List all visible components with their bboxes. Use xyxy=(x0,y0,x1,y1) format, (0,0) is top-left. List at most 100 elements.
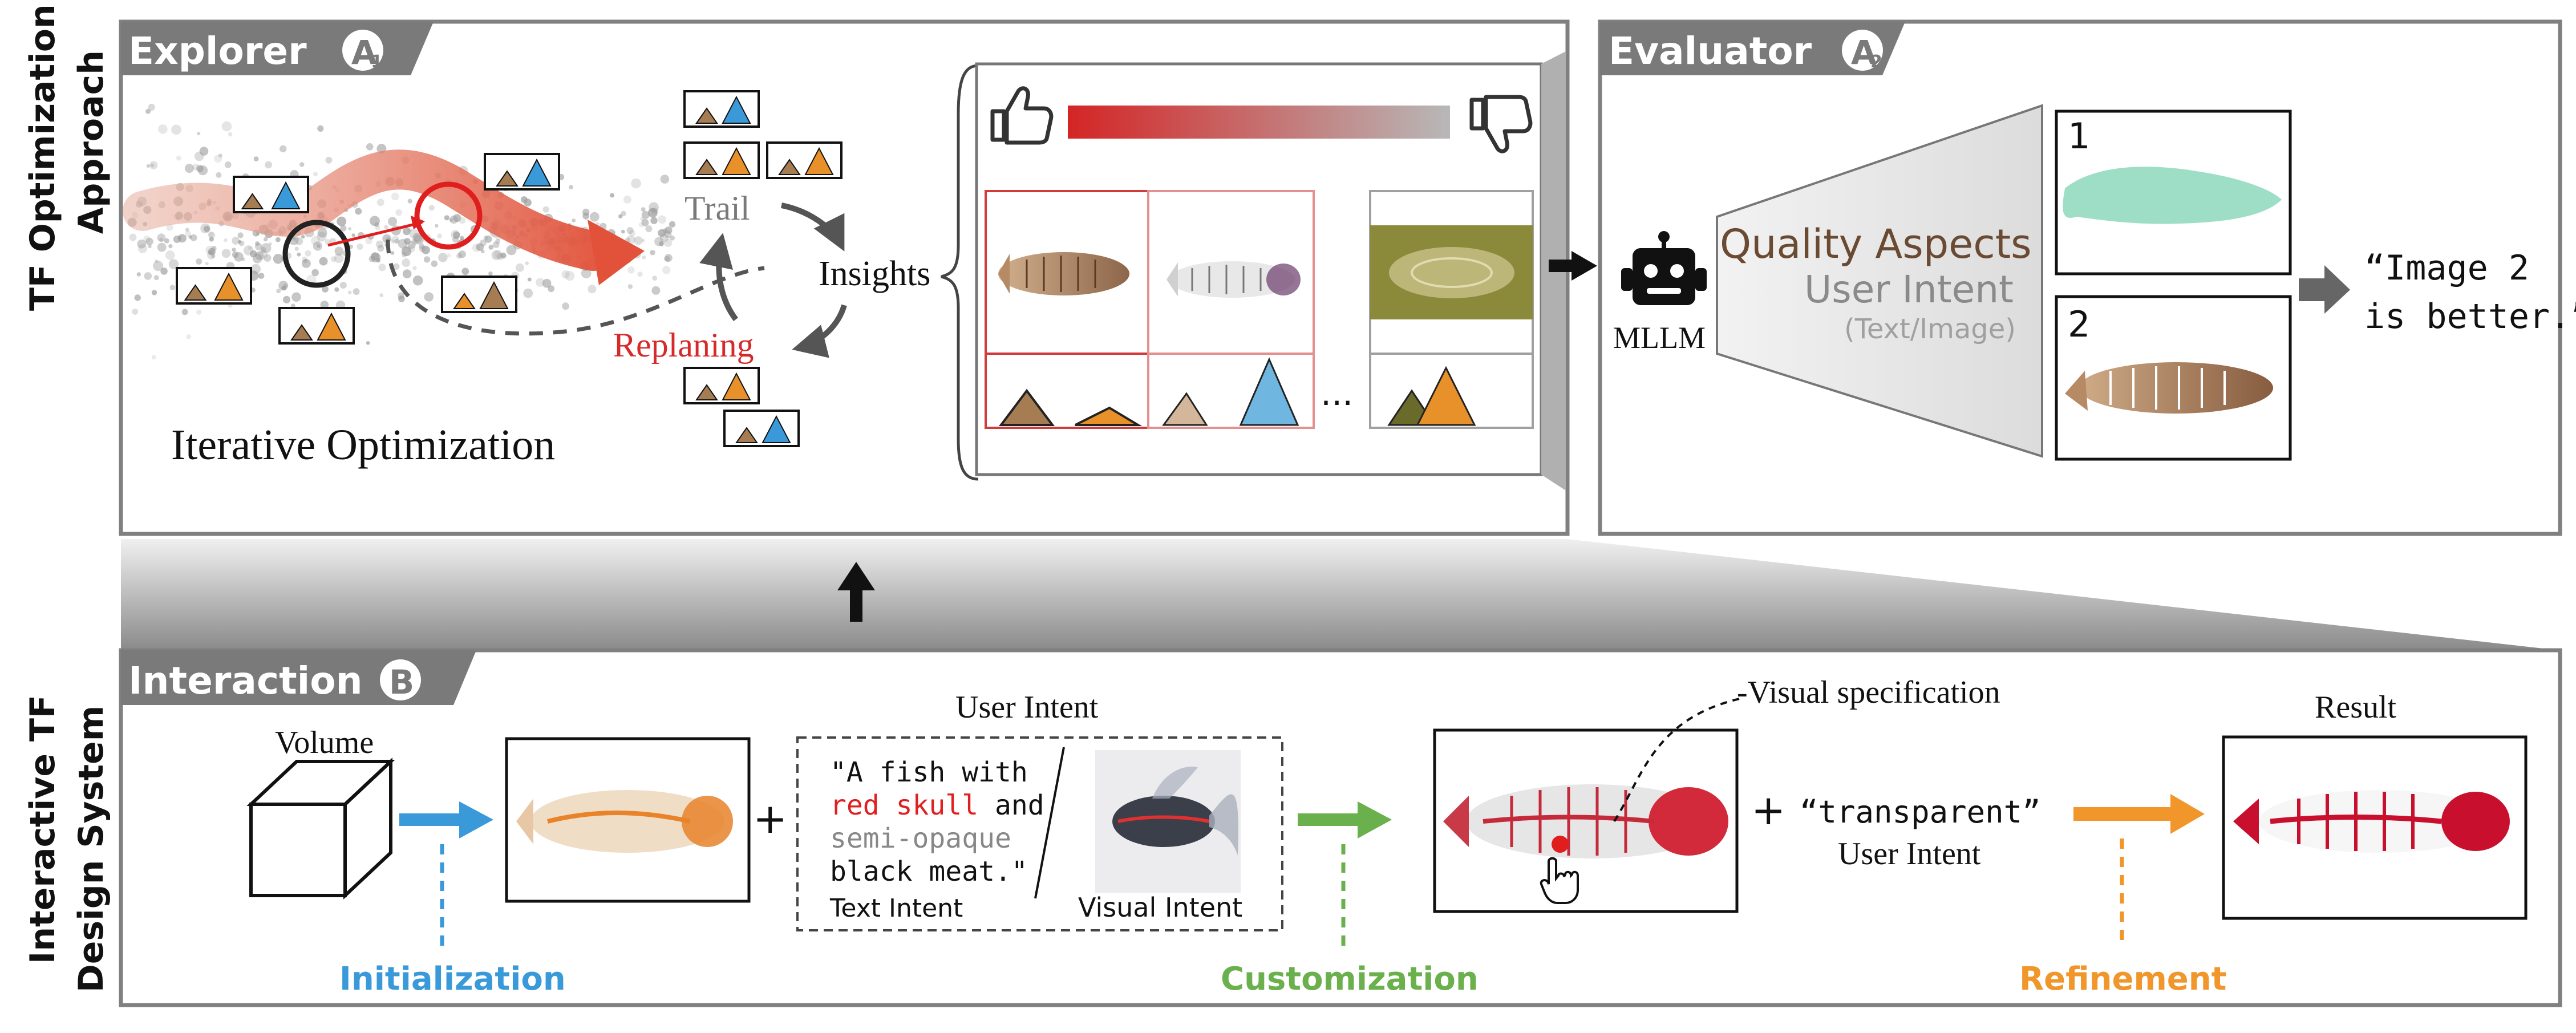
transparent-quote: “transparent” xyxy=(1800,794,2041,830)
scatter-dot xyxy=(437,233,442,238)
scatter-dot xyxy=(196,258,202,265)
robot-icon xyxy=(1621,231,1707,305)
tf-peak xyxy=(290,324,313,341)
scatter-dot xyxy=(129,233,137,241)
scatter-dot xyxy=(165,250,175,260)
user-intent-header: User Intent xyxy=(955,690,1099,725)
explorer-badge: A xyxy=(351,33,377,72)
scatter-dot xyxy=(185,228,189,232)
scatter-dot xyxy=(398,292,404,299)
evaluator-badge-sub: 2 xyxy=(1870,52,1882,72)
scatter-dot xyxy=(294,246,299,251)
scatter-dot xyxy=(209,237,214,242)
scatter-dot xyxy=(479,239,487,246)
candidate-image-1-label: 1 xyxy=(2068,115,2090,157)
scatter-dot xyxy=(492,241,500,248)
scatter-dot xyxy=(581,268,592,279)
scatter-dot xyxy=(264,254,272,262)
scatter-dot xyxy=(423,256,431,263)
scatter-dot xyxy=(582,212,590,220)
preference-gradient-bar xyxy=(1068,106,1450,139)
verdict-line1: “Image 2 xyxy=(2364,248,2529,288)
scatter-dot xyxy=(211,254,215,258)
scatter-dot xyxy=(337,216,347,226)
scatter-dot xyxy=(157,242,167,252)
scatter-dot xyxy=(652,276,658,281)
scatter-dot xyxy=(402,246,412,257)
scatter-dot xyxy=(428,205,435,211)
tf-peak xyxy=(804,147,834,175)
scatter-dot xyxy=(137,239,147,249)
scatter-dot xyxy=(452,236,459,243)
scatter-dot xyxy=(158,124,168,134)
scatter-dot xyxy=(650,217,658,224)
scatter-dot xyxy=(173,236,181,243)
insight-loop: Trail Insights Replaning xyxy=(613,189,930,364)
scatter-dot xyxy=(523,288,533,298)
scatter-dot xyxy=(496,253,504,260)
scatter-dot xyxy=(177,235,182,240)
selection-point xyxy=(1552,836,1569,853)
scatter-dot xyxy=(243,245,254,256)
tf-peak xyxy=(453,293,476,309)
scatter-dot xyxy=(218,153,222,158)
scatter-dot xyxy=(650,250,655,256)
customized-render-fish xyxy=(1443,784,1728,858)
current-state-circle xyxy=(282,220,351,288)
scatter-dot xyxy=(330,256,337,262)
ranking-grid xyxy=(985,190,1534,429)
scatter-dot xyxy=(412,266,417,270)
scatter-dot xyxy=(402,258,411,267)
scatter-dot xyxy=(153,275,159,281)
scatter-dot xyxy=(641,210,650,219)
scatter-dot xyxy=(185,230,191,237)
scatter-dot xyxy=(136,272,141,277)
scatter-dot xyxy=(378,264,386,272)
scatter-dot xyxy=(340,225,347,232)
scatter-dot xyxy=(168,244,173,249)
evaluation-trapezoid xyxy=(1716,104,2043,458)
scatter-dot xyxy=(276,289,281,294)
initial-render-fish xyxy=(516,790,733,853)
scatter-dot xyxy=(200,223,210,234)
side-label-top-line2: Approach xyxy=(71,50,111,234)
scatter-dot xyxy=(407,244,415,253)
tf-peak xyxy=(695,384,718,400)
explorer-to-evaluator-arrow xyxy=(1549,251,1597,281)
scatter-dot xyxy=(641,207,646,212)
scatter-dot xyxy=(148,103,155,111)
scatter-dot xyxy=(169,285,176,290)
visual-intent-caption: Visual Intent xyxy=(1078,892,1242,923)
text-intent-line2: red skull and xyxy=(830,789,1044,821)
step-arrow xyxy=(327,221,423,247)
scatter-dot xyxy=(645,225,653,233)
scatter-dot xyxy=(184,164,194,173)
scatter-dot xyxy=(562,302,569,310)
scatter-dot xyxy=(357,243,363,250)
text-intent: "A fish with red skull and semi-opaque b… xyxy=(830,756,1044,888)
scatter-dot xyxy=(394,238,400,244)
scatter-dot xyxy=(493,250,503,259)
scatter-dot xyxy=(155,260,159,264)
scatter-dot xyxy=(422,245,430,254)
side-label-bottom-line2: Design System xyxy=(71,706,111,993)
tf-peak xyxy=(735,427,758,443)
scatter-dot xyxy=(196,165,204,172)
scatter-dot xyxy=(145,237,153,246)
scatter-dot xyxy=(408,241,416,249)
side-label-bottom-line1: Interactive TF xyxy=(23,695,63,964)
scatter-dot xyxy=(303,259,308,264)
scatter-dot xyxy=(190,234,197,241)
result-render-fish xyxy=(2233,790,2510,853)
volume-label: Volume xyxy=(275,725,374,760)
ranked-fish-last xyxy=(1370,225,1533,319)
scatter-dot xyxy=(626,227,634,234)
scatter-dot xyxy=(542,278,552,288)
scatter-dot xyxy=(313,172,318,177)
scatter-dot xyxy=(248,246,252,250)
scatter-dot xyxy=(515,263,524,272)
scatter-dot xyxy=(641,238,645,242)
text-intent-and: and xyxy=(978,789,1044,821)
tf-peak xyxy=(722,147,751,175)
